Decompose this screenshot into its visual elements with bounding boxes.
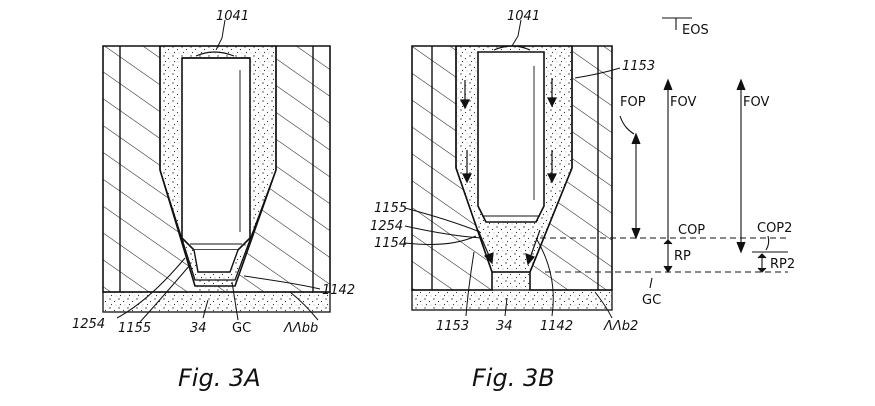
dim-label-fop: FOP [620,95,646,110]
fig-3b-label-1162: ΛΛb2 [603,319,638,334]
fig-3a-drawing [102,19,331,323]
dim-label-cop2: COP2 [757,221,792,236]
fig-3b-label-1142: 1142 [540,319,573,334]
fig-3b-valve-pin [477,51,545,223]
fig-3b-cavity-layer [411,289,613,311]
fig-3b-label-1155: 1155 [374,201,407,216]
fig-3a-label-1041: 1041 [216,9,249,24]
fig-3a-label-1254: 1254 [72,317,105,332]
dim-label-eos: EOS [682,23,709,38]
fig-3a-label-gc: GC [232,321,251,336]
dim-label-rp2: RP2 [770,257,795,272]
fig-3a-label-1166: ΛΛbb [283,321,318,336]
dim-label-fov-1: FOV [670,95,696,110]
fig-3b-label-1154: 1154 [374,236,407,251]
dimension-schematic [540,17,788,289]
fig-3a-label-1142: 1142 [322,283,355,298]
fig-3b-label-1153-top: 1153 [622,59,655,74]
fig-3a-label-1155: 1155 [118,321,151,336]
fig-3b-drawing [404,19,621,319]
fig-3a-cavity-layer [102,291,331,313]
fig-3b-label-1041: 1041 [507,9,540,24]
dim-label-rp: RP [674,249,691,264]
fig-3b-label-34: 34 [496,319,513,334]
dim-label-fov-2: FOV [743,95,769,110]
fig-3b-label-1254: 1254 [370,219,403,234]
fig-3b-label-1153-bottom: 1153 [436,319,469,334]
fig-3b-caption: Fig. 3B [472,364,555,392]
fig-3a-label-34: 34 [190,321,207,336]
fig-3a-caption: Fig. 3A [178,364,261,392]
dim-label-gc: GC [642,293,661,308]
dim-label-cop: COP [678,223,705,238]
